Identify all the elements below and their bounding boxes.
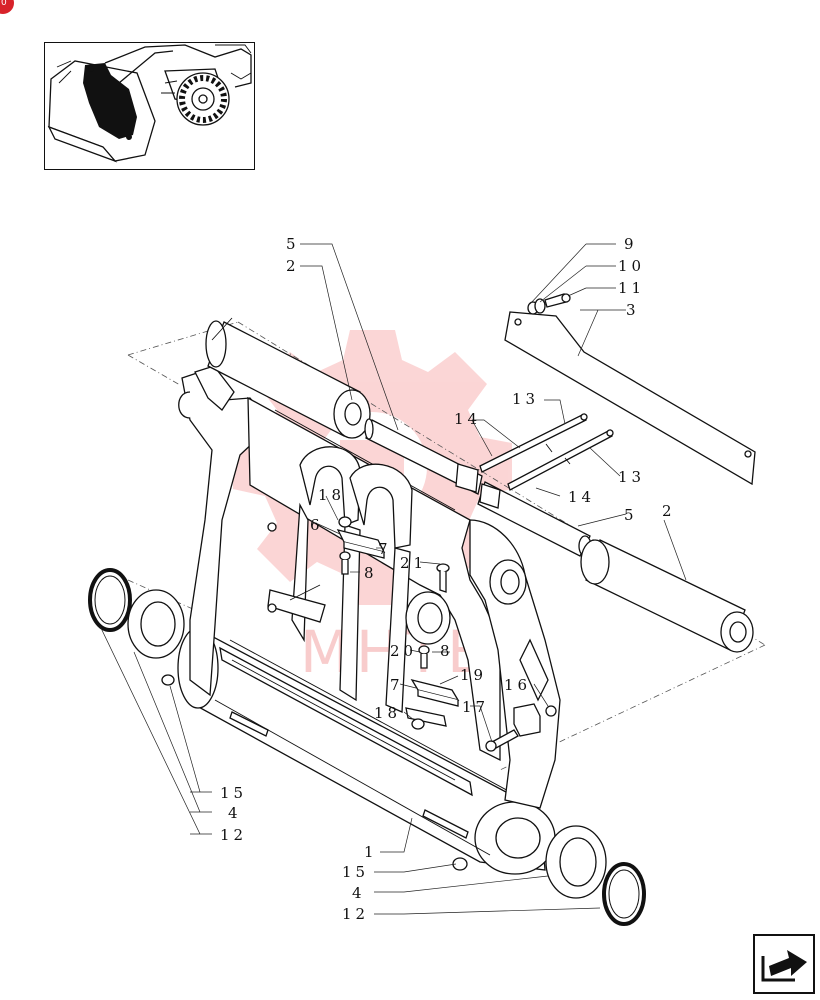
- callout-19: 19: [460, 666, 487, 684]
- coupler-frame: [177, 365, 561, 875]
- callout-13-upper: 13: [512, 390, 539, 408]
- grease-nipple-15-lower: [452, 857, 468, 871]
- callout-7-upper: 7: [378, 540, 392, 558]
- callout-5-lower: 5: [624, 506, 638, 524]
- callout-15-upper: 15: [220, 784, 247, 802]
- callout-13-lower: 13: [618, 468, 645, 486]
- callout-12-lower: 12: [342, 905, 369, 923]
- nut-18-upper: [338, 516, 352, 528]
- rod-13-upper: [479, 413, 588, 473]
- bolt-11-with-washers: [527, 293, 571, 315]
- seal-ring-4-lower: [545, 825, 607, 899]
- rod-notch: [545, 443, 571, 465]
- axis-line: [127, 579, 196, 611]
- callout-17: 17: [462, 698, 489, 716]
- circlip-12-upper: [88, 568, 132, 632]
- pin-2-lower: [580, 539, 754, 653]
- callout-4-upper: 4: [228, 804, 242, 822]
- bolt-20-8: [418, 645, 430, 669]
- callout-1: 1: [364, 843, 378, 861]
- callout-3: 3: [626, 301, 640, 319]
- bolt-21: [436, 563, 450, 593]
- callout-15-lower: 15: [342, 863, 369, 881]
- seal-ring-4-upper: [127, 589, 185, 659]
- shaft-5-upper: [364, 418, 483, 495]
- callout-11: 11: [618, 279, 645, 297]
- callout-2-upper: 2: [286, 257, 300, 275]
- pad-6: [336, 529, 386, 559]
- bolt-17: [485, 729, 519, 752]
- bolt-8-upper: [339, 551, 351, 575]
- callout-9: 9: [624, 235, 638, 253]
- callout-16: 16: [504, 676, 531, 694]
- corner-badge-text: 0: [1, 0, 7, 8]
- rod-13-lower: [507, 429, 614, 491]
- callout-4-lower: 4: [352, 884, 366, 902]
- callout-6: 6: [310, 516, 324, 534]
- loader-bucket-icon: [47, 44, 252, 163]
- callout-8-upper: 8: [364, 564, 378, 582]
- callout-7-lower: 7: [390, 676, 404, 694]
- callout-14-upper: 14: [454, 410, 481, 428]
- overview-thumbnail[interactable]: [44, 42, 255, 170]
- pin-2-upper: [205, 317, 371, 439]
- callout-18-lower: 18: [374, 704, 401, 722]
- axis-line: [127, 354, 181, 386]
- leader-lines: [99, 243, 687, 915]
- callout-10: 10: [618, 257, 645, 275]
- next-page-arrow-icon: [761, 950, 807, 982]
- retainer-plate-3: [504, 311, 756, 486]
- next-page-button[interactable]: [753, 934, 815, 994]
- callout-12-upper: 12: [220, 826, 247, 844]
- callout-21: 21: [400, 554, 427, 572]
- callout-2-lower: 2: [662, 502, 676, 520]
- circlip-12-lower: [602, 862, 646, 926]
- callout-18-upper: 18: [318, 486, 345, 504]
- callout-20: 20: [390, 642, 417, 660]
- grease-nipple-15-upper: [161, 674, 175, 686]
- block-16: [513, 703, 557, 737]
- pad-19: [410, 678, 460, 707]
- corner-badge: 0: [0, 0, 14, 14]
- callout-8-lower: 8: [440, 642, 454, 660]
- callout-14-lower: 14: [568, 488, 595, 506]
- callout-5-upper: 5: [286, 235, 300, 253]
- axis-line: [499, 644, 766, 771]
